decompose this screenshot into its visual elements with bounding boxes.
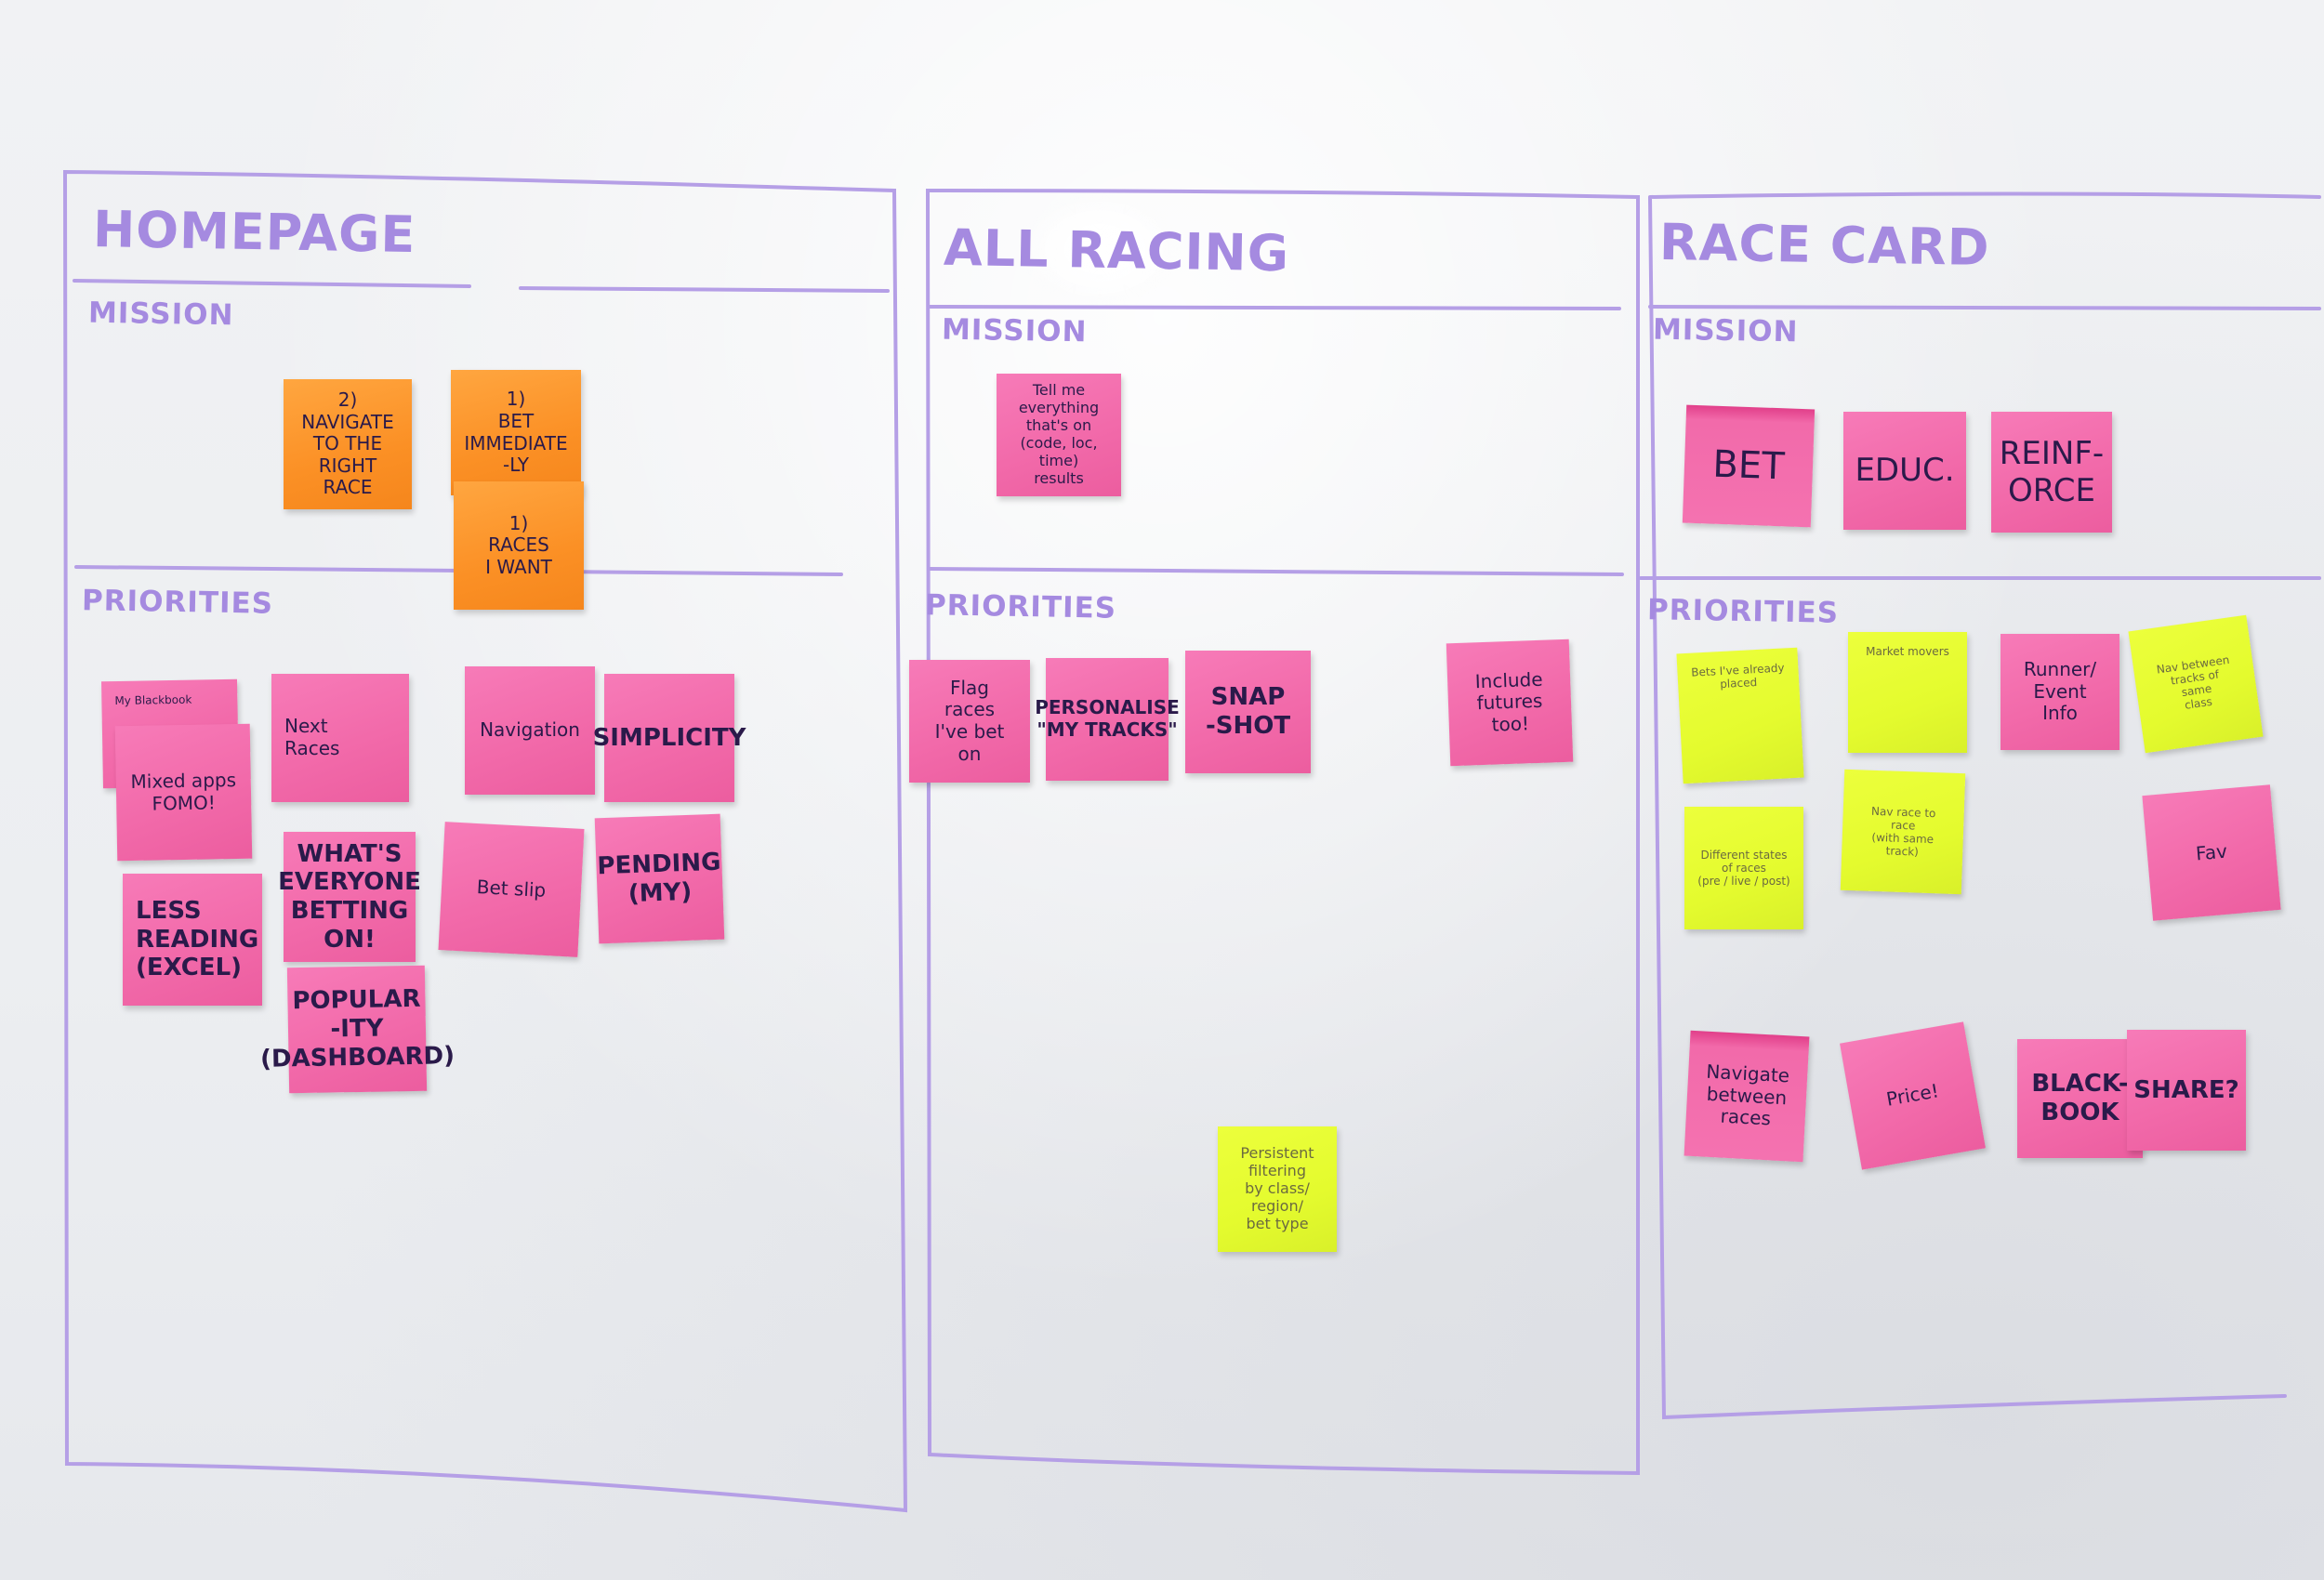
all-racing-header-divider (928, 305, 1621, 310)
sticky-note[interactable]: REINF- ORCE (1991, 412, 2112, 533)
sticky-note[interactable]: Navigate between races (1684, 1030, 1810, 1163)
homepage-priorities-label: PRIORITIES (81, 584, 274, 621)
sticky-note[interactable]: Nav race to race (with same track) (1840, 769, 1966, 895)
sticky-note[interactable]: Mixed apps FOMO! (114, 723, 253, 862)
sticky-note[interactable]: Price! (1840, 1021, 1986, 1170)
sticky-note[interactable]: Persistent filtering by class/ region/ b… (1218, 1126, 1337, 1252)
sticky-note[interactable]: SNAP -SHOT (1185, 651, 1311, 773)
race-card-mission-label: MISSION (1652, 312, 1799, 349)
all-racing-priorities-divider (928, 567, 1624, 576)
sticky-note[interactable]: Nav between tracks of same class (2128, 614, 2264, 754)
race-card-header-divider (1648, 305, 2321, 310)
sticky-note[interactable]: EDUC. (1843, 412, 1966, 530)
homepage-mission-label: MISSION (87, 296, 234, 333)
homepage-column-border (62, 169, 908, 1513)
sticky-note[interactable]: 1) RACES I WANT (454, 481, 584, 610)
all-racing-column-border (925, 188, 1640, 1476)
race-card-priorities-label: PRIORITIES (1646, 593, 1840, 630)
all-racing-priorities-label: PRIORITIES (924, 588, 1117, 625)
sticky-note[interactable]: Market movers (1848, 632, 1967, 753)
homepage-title: HOMEPAGE (92, 199, 416, 265)
sticky-note[interactable]: POPULAR -ITY (DASHBOARD) (260, 965, 455, 1094)
race-card-column-border (1648, 191, 2321, 1420)
sticky-note[interactable]: LESS READING (EXCEL) (123, 874, 262, 1006)
sticky-note[interactable]: PERSONALISE "MY TRACKS" (1035, 658, 1180, 781)
sticky-note[interactable]: BET (1682, 404, 1816, 528)
sticky-note[interactable]: Different states of races (pre / live / … (1684, 807, 1803, 929)
sticky-note[interactable]: SIMPLICITY (593, 674, 746, 802)
homepage-header-divider (73, 279, 890, 293)
sticky-note[interactable]: 1) BET IMMEDIATE -LY (451, 370, 581, 495)
sticky-note[interactable]: WHAT'S EVERYONE BETTING ON! (278, 832, 421, 962)
race-card-title: RACE CARD (1658, 212, 1991, 278)
sticky-note[interactable]: Bets I've already placed (1676, 647, 1804, 784)
sticky-note[interactable]: Next Races (271, 674, 409, 802)
sticky-note[interactable]: Bet slip (438, 822, 585, 957)
sticky-note[interactable]: 2) NAVIGATE TO THE RIGHT RACE (284, 379, 412, 509)
sticky-note[interactable]: SHARE? (2127, 1030, 2246, 1151)
sticky-note[interactable]: Navigation (465, 666, 595, 795)
all-racing-title: ALL RACING (943, 217, 1290, 283)
sticky-note[interactable]: Tell me everything that's on (code, loc,… (997, 374, 1121, 496)
sticky-note[interactable]: Include futures too! (1446, 639, 1574, 767)
sticky-note[interactable]: Flag races I've bet on (909, 660, 1030, 783)
sticky-note[interactable]: Fav (2142, 784, 2281, 921)
all-racing-mission-label: MISSION (941, 312, 1088, 349)
sticky-note[interactable]: Runner/ Event Info (2000, 634, 2119, 750)
sticky-note[interactable]: BLACK- BOOK (2017, 1039, 2143, 1158)
sticky-note[interactable]: PENDING (MY) (594, 813, 725, 944)
light-reflection (1021, 193, 1179, 305)
